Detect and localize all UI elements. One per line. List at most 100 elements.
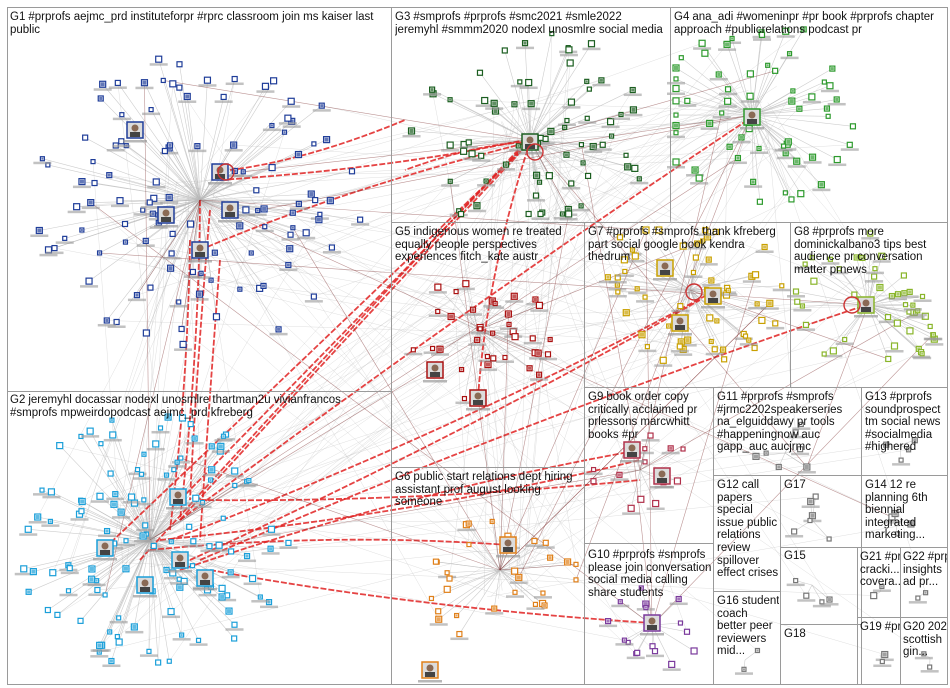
vertex-label — [428, 291, 447, 294]
group-topics: public start relations dept hiring assis… — [395, 471, 573, 509]
vertex-label — [281, 238, 300, 241]
vertex — [659, 356, 667, 364]
edge — [477, 329, 893, 518]
vertex-image — [767, 301, 772, 306]
edge — [751, 70, 776, 116]
edge — [57, 544, 168, 616]
vertex-image — [749, 274, 754, 279]
cross-group-edge — [139, 147, 521, 561]
vertex-image — [736, 156, 740, 160]
vertex-image — [911, 304, 914, 307]
vertex-image — [516, 575, 521, 580]
vertex-image — [804, 465, 809, 469]
vertex — [62, 235, 68, 241]
edge — [199, 199, 290, 249]
vertex — [746, 70, 754, 78]
vertex-image — [168, 266, 173, 271]
vertex — [98, 441, 104, 447]
vertex-label — [463, 157, 482, 161]
edge — [459, 569, 501, 635]
edge — [186, 96, 201, 201]
vertex-image — [486, 362, 491, 367]
vertex — [215, 541, 223, 549]
vertex — [890, 342, 899, 350]
vertex-label — [786, 583, 805, 587]
vertex-label — [885, 350, 904, 353]
vertex-image — [786, 139, 791, 144]
vertex — [20, 565, 28, 573]
vertex — [690, 647, 698, 655]
vertex-label — [90, 500, 109, 503]
edge — [96, 539, 151, 581]
vertex-image — [758, 147, 761, 150]
vertex-label — [920, 670, 939, 673]
cross-group-edge — [179, 149, 521, 501]
vertex — [829, 347, 837, 355]
edge — [169, 145, 201, 201]
vertex-label — [30, 234, 49, 238]
vertex-label — [144, 202, 163, 205]
edge — [150, 199, 201, 288]
vertex — [146, 199, 153, 206]
edge — [199, 170, 353, 201]
edge — [751, 114, 838, 160]
group-id: G15 — [784, 550, 806, 562]
vertex-label — [103, 438, 122, 442]
group-id: G5 — [395, 226, 411, 238]
vertex — [192, 494, 200, 502]
vertex-label — [661, 451, 680, 455]
vertex — [884, 313, 892, 321]
edge — [149, 539, 170, 662]
edge — [220, 85, 777, 452]
vertex-image — [742, 668, 745, 671]
vertex — [878, 252, 886, 260]
vertex-image — [725, 42, 730, 47]
vertex — [220, 515, 226, 521]
vertex-label — [646, 507, 665, 511]
edge — [639, 469, 642, 500]
edge — [492, 333, 502, 563]
edge — [682, 246, 691, 291]
vertex — [797, 190, 805, 198]
vertex-label — [134, 540, 153, 543]
vertex-label — [718, 105, 737, 108]
vertex-label — [151, 430, 170, 434]
profile-body — [473, 400, 483, 405]
edge — [755, 452, 786, 457]
edge — [499, 213, 569, 571]
vertex-label — [297, 236, 316, 240]
edge — [106, 320, 485, 333]
vertex — [460, 147, 468, 155]
vertex-image — [801, 304, 804, 307]
profile-face — [226, 204, 234, 212]
vertex-image — [237, 223, 242, 228]
vertex-label — [93, 558, 117, 561]
vertex-label — [654, 364, 673, 367]
vertex-label — [190, 298, 209, 301]
vertex-label — [146, 447, 165, 451]
edge — [51, 491, 151, 541]
vertex-image — [98, 251, 101, 254]
vertex-label — [178, 100, 197, 103]
vertex-label — [174, 348, 193, 351]
vertex — [189, 563, 196, 569]
vertex-label — [467, 209, 486, 213]
vertex — [51, 244, 58, 252]
vertex-image — [791, 89, 794, 92]
vertex — [879, 658, 885, 665]
edge — [270, 540, 510, 549]
vertex — [684, 97, 691, 104]
vertex-image — [512, 294, 517, 299]
profile-face — [658, 470, 666, 478]
edge — [199, 80, 274, 174]
vertex-label — [803, 161, 822, 164]
edge — [126, 100, 677, 520]
vertex — [627, 504, 635, 512]
vertex — [39, 487, 45, 493]
edge — [675, 114, 753, 134]
edge — [575, 114, 753, 580]
edge — [209, 191, 544, 594]
vertex-image — [623, 639, 626, 642]
edge — [519, 358, 889, 566]
vertex-image — [794, 159, 799, 164]
